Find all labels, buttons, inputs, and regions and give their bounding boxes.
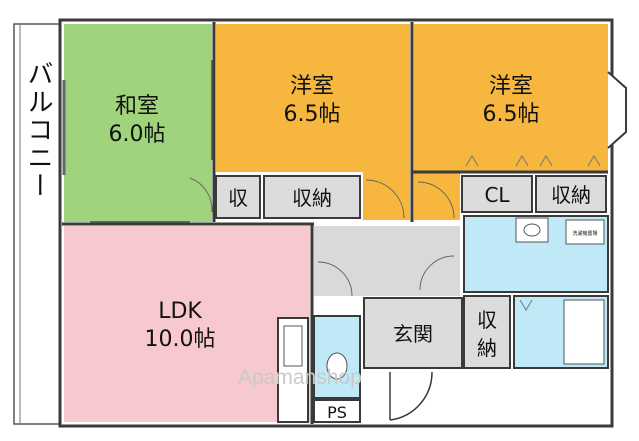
storage-entrance-label-1: 収 — [477, 308, 497, 332]
bay-window — [607, 71, 627, 149]
washer-label: 洗濯機置場 — [572, 230, 597, 237]
hallway-door-swing-1 — [317, 261, 353, 297]
entrance-label: 玄関 — [393, 322, 433, 346]
storage-shunou-1 — [263, 175, 361, 219]
washitsu-room — [64, 24, 212, 222]
yoshitsu-1-room — [216, 24, 410, 172]
yoshitsu-1-size: 6.5帖 — [284, 102, 341, 127]
balcony-area — [13, 23, 61, 425]
washitsu-name: 和室 — [115, 94, 159, 119]
wash-basin — [515, 217, 549, 243]
bathroom-door-mark — [519, 299, 533, 311]
storage-cl — [461, 175, 533, 213]
ps-box — [313, 399, 361, 423]
ps-label: PS — [327, 403, 347, 422]
yoshitsu-2-name: 洋室 — [489, 74, 533, 99]
outer-wall — [58, 18, 614, 428]
washer-space — [565, 219, 605, 245]
toilet-bowl — [326, 352, 348, 380]
ldk-room — [64, 226, 310, 422]
storage-shu-small-label: 収 — [228, 186, 248, 210]
washitsu-door-swing — [189, 177, 213, 213]
yoshitsu-2-door-swing — [417, 181, 455, 219]
entrance — [363, 297, 463, 369]
ldk-name: LDK — [158, 299, 202, 324]
yoshitsu-1-door-swing — [365, 179, 405, 219]
hallway-door-swing-2 — [419, 255, 455, 291]
yoshitsu-2-lower — [414, 172, 460, 220]
front-door-swing — [389, 371, 433, 421]
yoshitsu-1-name: 洋室 — [290, 74, 334, 99]
yoshitsu-1-lower — [363, 172, 410, 220]
closet-door-marks — [465, 155, 601, 167]
watermark: Apamanshop — [238, 366, 362, 389]
storage-entrance-label-2: 納 — [477, 336, 497, 360]
storage-cl-label: CL — [484, 183, 510, 207]
storage-shunou-2 — [535, 175, 607, 213]
balcony-label: バルコニー — [23, 60, 53, 200]
basin-bowl — [523, 223, 541, 237]
storage-shunou-2-label: 収納 — [551, 183, 591, 207]
washitsu-size: 6.0帖 — [109, 122, 166, 147]
storage-entrance — [463, 295, 511, 369]
interior-walls — [62, 22, 608, 424]
kitchen-counter — [277, 317, 309, 423]
storage-shunou-1-label: 収納 — [292, 186, 332, 210]
yoshitsu-2-size: 6.5帖 — [483, 102, 540, 127]
bathtub — [563, 299, 605, 365]
hallway — [314, 226, 460, 296]
ldk-size: 10.0帖 — [145, 327, 216, 352]
kitchen-sink — [283, 325, 303, 367]
storage-shu-small — [215, 175, 261, 219]
yoshitsu-2-room — [414, 24, 608, 172]
